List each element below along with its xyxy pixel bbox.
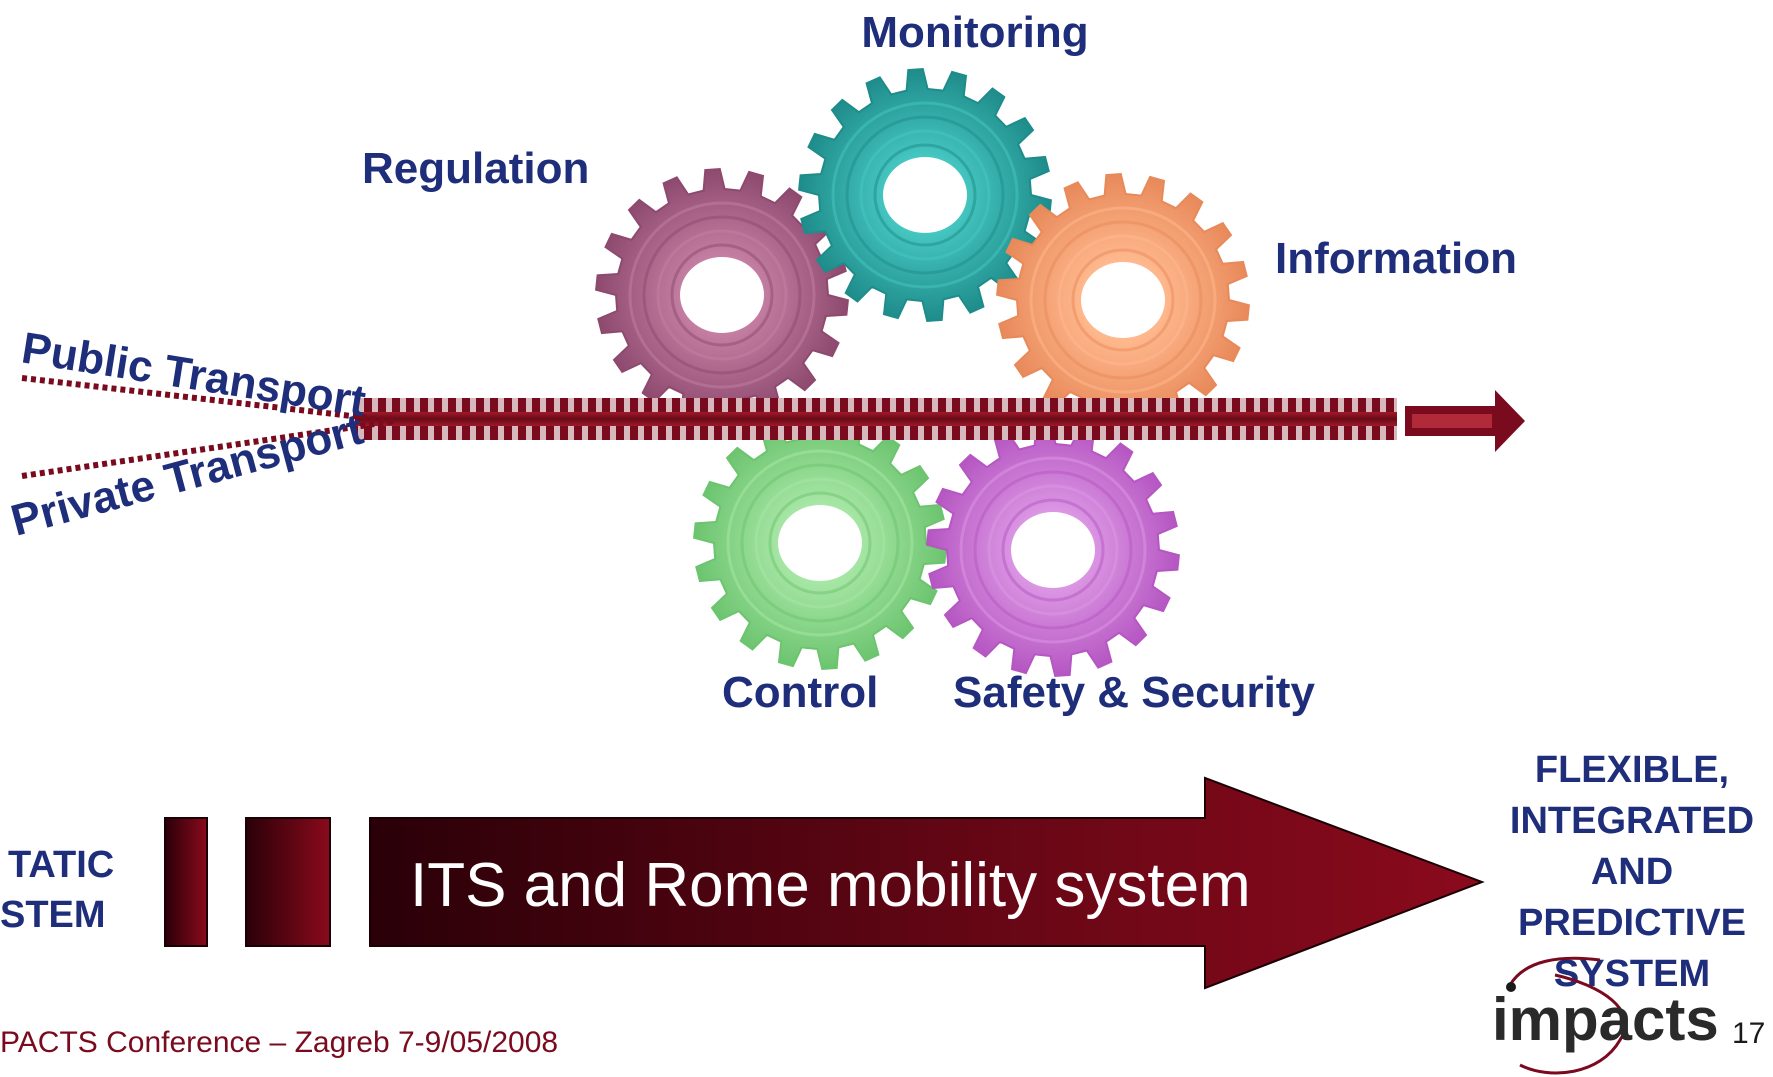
- gear-safety-ring: [1001, 498, 1105, 602]
- flexible-system-line: INTEGRATED: [1510, 800, 1754, 842]
- gear-control-ring: [754, 477, 886, 609]
- control-label: Control: [722, 668, 878, 717]
- impacts-logo: impacts: [1492, 956, 1719, 1075]
- gear-control: [693, 415, 947, 671]
- gear-regulation-ring: [642, 215, 802, 375]
- gear-regulation-hole: [680, 257, 764, 333]
- gear-information-ring: [1029, 206, 1217, 394]
- gear-control-hole: [778, 505, 862, 581]
- monitoring-label: Monitoring: [861, 8, 1088, 57]
- gear-control-ring: [740, 463, 900, 623]
- gear-regulation-ring: [628, 201, 816, 389]
- gear-monitoring-hole: [883, 157, 967, 233]
- gears-group: [595, 67, 1250, 678]
- gear-regulation-ring: [656, 229, 788, 361]
- page-number: 17: [1732, 1017, 1765, 1050]
- flexible-system-line: AND: [1591, 851, 1673, 893]
- gear-safety-hole: [1011, 512, 1095, 588]
- public-transport-label: Public Transport: [18, 323, 369, 426]
- safety-security-label: Safety & Security: [953, 668, 1315, 717]
- conference-footer: PACTS Conference – Zagreb 7-9/05/2008: [0, 1026, 558, 1059]
- private-transport-label: Private Transport: [6, 405, 369, 546]
- logo-text: impacts: [1492, 986, 1719, 1053]
- gear-monitoring-ring: [831, 101, 1019, 289]
- flexible-system-line: PREDICTIVE: [1518, 902, 1746, 944]
- rack-arrow: [355, 390, 1525, 452]
- gear-information-ring: [1043, 220, 1203, 380]
- gear-information-ring: [1071, 248, 1175, 352]
- flexible-system-line: SYSTEM: [1554, 953, 1710, 995]
- rack-arrow-head: [1495, 390, 1525, 452]
- logo-swoosh: [1519, 973, 1627, 1075]
- gear-regulation-ring: [670, 243, 774, 347]
- gear-safety: [926, 422, 1180, 678]
- rack-rail: [355, 412, 1397, 426]
- gear-control-ring: [726, 449, 914, 637]
- gear-information-ring: [1057, 234, 1189, 366]
- information-label: Information: [1275, 234, 1517, 283]
- static-system-text-line2: STEM: [0, 894, 106, 936]
- logo-dot: [1506, 982, 1516, 992]
- progress-block-1: [164, 817, 208, 947]
- its-arrow: [369, 776, 1485, 990]
- gear-safety-ring: [973, 470, 1133, 630]
- gear-safety-ring: [987, 484, 1119, 616]
- flexible-system-line: FLEXIBLE,: [1535, 749, 1729, 791]
- regulation-label: Regulation: [362, 144, 589, 193]
- gear-safety-ring: [959, 456, 1147, 644]
- flexible-system-text: FLEXIBLE, INTEGRATED AND PREDICTIVE SYSTEM: [1510, 749, 1754, 995]
- static-system-text-line1: TATIC: [8, 844, 114, 886]
- gear-control-ring: [768, 491, 872, 595]
- gear-information-hole: [1081, 262, 1165, 338]
- gear-monitoring-ring: [859, 129, 991, 261]
- gear-monitoring: [798, 67, 1052, 323]
- gear-information: [996, 172, 1250, 428]
- progress-block-2: [245, 817, 331, 947]
- gear-monitoring-ring: [845, 115, 1005, 275]
- gear-regulation: [595, 167, 849, 423]
- its-arrow-text: ITS and Rome mobility system: [410, 851, 1251, 920]
- gear-monitoring-ring: [873, 143, 977, 247]
